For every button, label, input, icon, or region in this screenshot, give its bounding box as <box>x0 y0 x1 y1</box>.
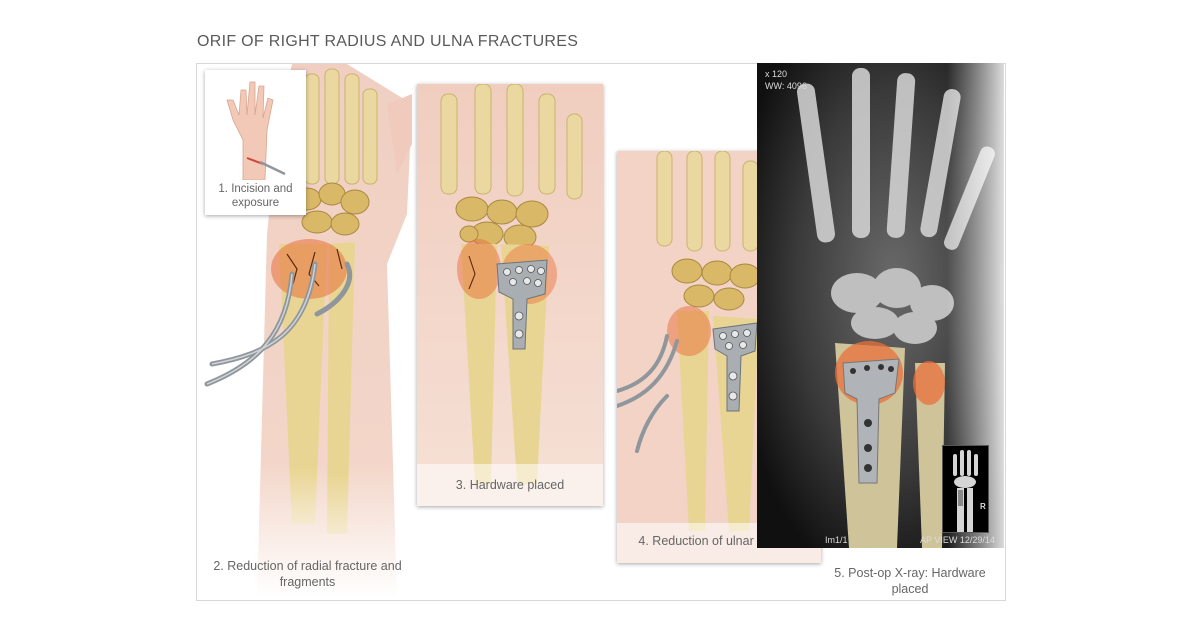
xray-inset-thumbnail: R <box>942 445 989 533</box>
xray-image <box>757 63 1004 548</box>
panel-2-caption: 2. Reduction of radial fracture and frag… <box>213 559 402 589</box>
xray-inset-image <box>953 450 978 532</box>
panel-3-card: 3. Hardware placed <box>417 84 603 506</box>
panel-3-caption: 3. Hardware placed <box>455 478 565 492</box>
panel-1-card: 1. Incision and exposure <box>205 70 306 215</box>
panel-2-illustration <box>204 64 412 598</box>
xray-label-top-1: x 120 <box>765 69 788 79</box>
xray-label-bottom-right: AP VIEW 12/29/14 <box>920 535 995 545</box>
xray-side-marker: R <box>980 502 986 511</box>
xray-label-bottom-left: Im1/1 <box>825 535 848 545</box>
panel-5-caption: 5. Post-op X-ray: Hardware placed <box>834 566 986 596</box>
panel-1-caption: 1. Incision and exposure <box>218 183 293 209</box>
hand-incision-illustration <box>226 81 286 180</box>
xray-label-top-2: WW: 4096 <box>765 81 807 91</box>
hardware-illustration <box>417 84 603 506</box>
page-title: ORIF OF RIGHT RADIUS AND ULNA FRACTURES <box>197 33 579 50</box>
